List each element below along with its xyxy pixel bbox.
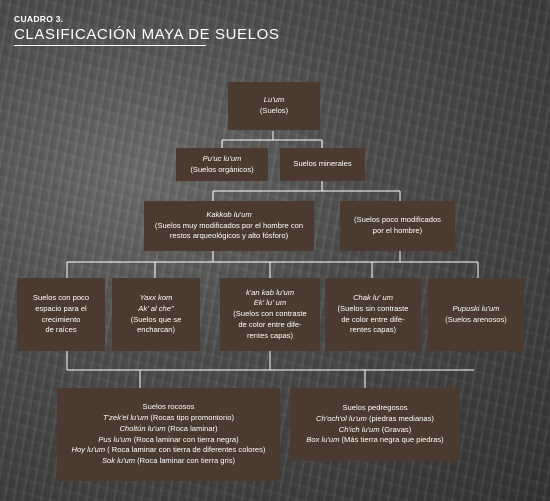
rocosos-row-2: Choltún lu'um (Roca laminar) xyxy=(119,423,218,433)
rocosos-row-1: T'zek'el lu'um (Rocas tipo promontorio) xyxy=(103,412,234,422)
node-kankab-luum: k'an kab lu'um Ek' lu' um (Suelos con co… xyxy=(220,278,320,351)
node-suelos-poco-espacio: Suelos con poco espacio para el crecimie… xyxy=(17,278,105,351)
connector-root-level1 xyxy=(221,131,323,148)
node-puuc-luum: Pu'uc lu'um (Suelos orgánicos) xyxy=(176,148,268,181)
figure-title: CLASIFICACIÓN MAYA DE SUELOS xyxy=(14,26,280,43)
figure-number: CUADRO 3. xyxy=(14,14,64,24)
connector-level4-level5 xyxy=(66,351,474,388)
header: CUADRO 3. CLASIFICACIÓN MAYA DE SUELOS xyxy=(14,14,279,46)
node-suelos-poco-modificados: (Suelos poco modificados por el hombre) xyxy=(340,201,455,251)
pedregosos-row-1: Ch'och'ol lu'um (piedras medianas) xyxy=(316,413,434,423)
pedregosos-row-2: Ch'ich lu'um (Gravas) xyxy=(338,424,412,434)
connector-minerales-level2 xyxy=(212,181,401,201)
rocosos-row-4: Hoy lu'um ( Roca laminar con tierra de d… xyxy=(71,445,266,455)
node-chak-luum: Chak lu' um (Suelos sin contraste de col… xyxy=(325,278,421,351)
connector-level3-level4 xyxy=(66,251,479,278)
node-yaxx-kom: Yaxx kom Ak' al che" (Suelos que se ench… xyxy=(112,278,200,351)
pedregosos-row-3: Box lu'um (Más tierra negra que piedras) xyxy=(306,435,444,445)
node-suelos-pedregosos: Suelos pedregosos Ch'och'ol lu'um (piedr… xyxy=(290,388,460,461)
node-kakkob-luum: Kakkob lu'um (Suelos muy modificados por… xyxy=(144,201,314,251)
node-suelos-rocosos: Suelos rocosos T'zek'el lu'um (Rocas tip… xyxy=(57,388,280,481)
node-luum: Lu'um (Suelos) xyxy=(228,82,320,130)
node-suelos-minerales: Suelos minerales xyxy=(280,148,365,181)
rocosos-row-5: Sok lu'um (Roca laminar con tierra gris) xyxy=(101,456,236,466)
rocosos-row-3: Pus lu'um (Roca laminar con tierra negra… xyxy=(98,434,239,444)
title-underline xyxy=(14,45,206,46)
node-pupuski-luum: Pupuski lu'um (Suelos arenosos) xyxy=(428,278,524,351)
